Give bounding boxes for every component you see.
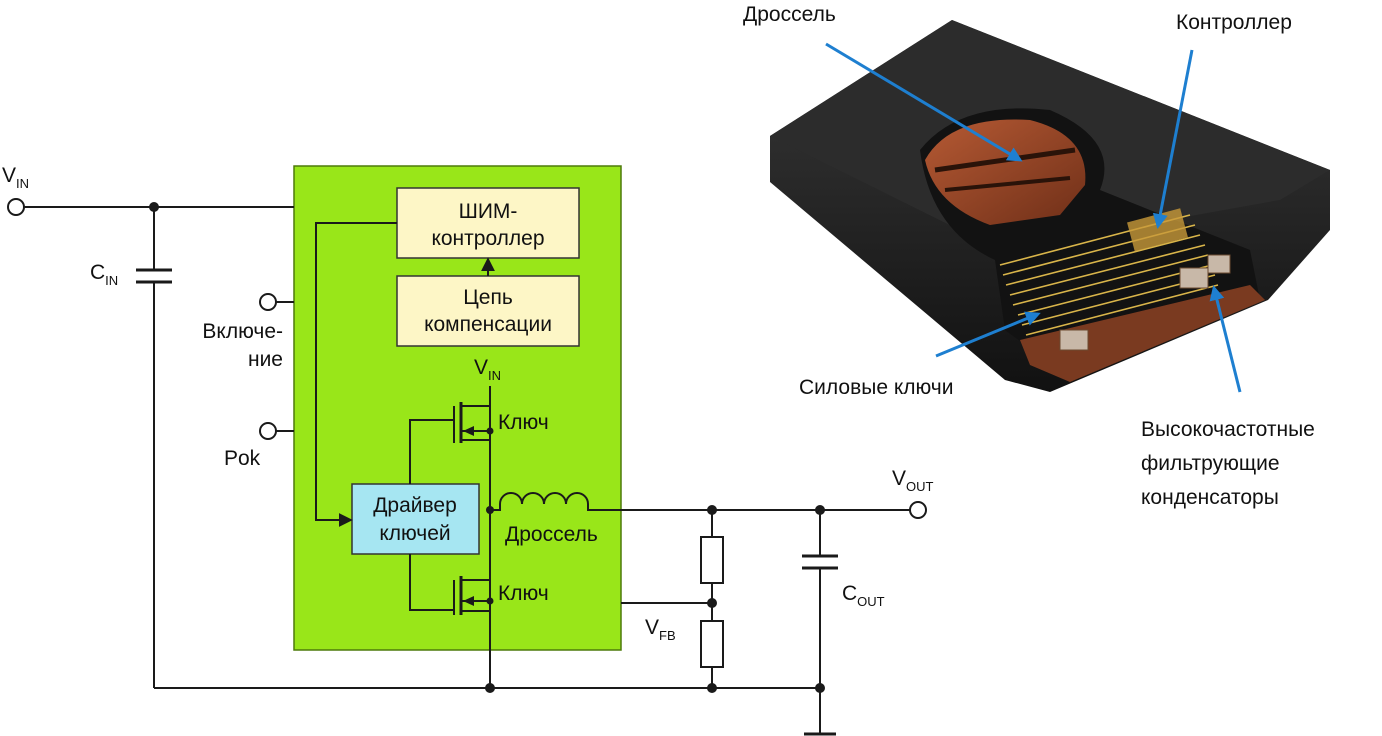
divider-resistor-bottom [700,620,724,668]
high-side-switch [409,402,494,510]
inductor-callout-label: Дроссель [743,3,836,26]
pwm-controller-block [396,187,580,259]
callout-arrow-capacitors [1209,285,1242,393]
cin-label: CIN [90,261,118,288]
filter-capacitor-3 [1207,254,1231,274]
power-switches-callout-label: Силовые ключи [799,376,953,399]
driver-block [351,483,480,555]
filter-capacitor-1 [1059,329,1089,351]
controller-die [1127,208,1188,252]
schematic: ШИМ- контроллер Цепь компенсации Драйвер… [2,164,934,736]
driver-label-1: Драйвер [373,494,457,517]
vout-terminal [909,501,927,519]
ground-node-cout [815,683,825,693]
inner-vin-label: VIN [474,356,501,383]
capacitors-callout-label-2: фильтрующие [1141,452,1280,475]
substrate-pads [1020,285,1265,382]
controller-callout-label: Контроллер [1176,11,1292,34]
divider-resistor-top [700,536,724,584]
inductor-winding [925,119,1086,225]
vout-label: VOUT [892,467,934,494]
inductor-coil [490,492,712,511]
pwm-controller-label-1: ШИМ- [459,200,518,223]
compensation-label-1: Цепь [463,286,513,309]
ground-node-switch [485,683,495,693]
inductor-label: Дроссель [505,523,598,546]
pwm-controller-label-2: контроллер [431,227,544,250]
vfb-label: VFB [645,616,676,643]
enable-label-2: ние [248,348,283,371]
callout-arrow-inductor [825,42,1023,162]
compensation-label-2: компенсации [424,313,552,336]
callout-arrow-switches [935,311,1041,358]
low-side-switch [409,510,494,688]
filter-capacitor-2 [1179,267,1209,289]
vin-label: VIN [2,164,29,191]
module-illustration: Дроссель Контроллер Силовые ключи Высоко… [743,3,1330,509]
capacitors-callout-label-3: конденсаторы [1141,486,1279,509]
enable-label-1: Включе- [202,320,283,343]
cout-label: COUT [842,582,885,609]
capacitors-callout-label-1: Высокочастотные [1141,418,1315,441]
ground-node-divider [707,683,717,693]
pwm-to-driver-wire [315,222,397,527]
pok-label: Pok [224,447,261,470]
high-side-switch-label: Ключ [498,411,549,434]
callout-arrow-controller [1152,49,1194,229]
low-side-switch-label: Ключ [498,582,549,605]
driver-label-2: ключей [379,522,450,545]
pok-terminal [259,422,277,440]
vin-terminal [7,198,25,216]
enable-terminal [259,293,277,311]
